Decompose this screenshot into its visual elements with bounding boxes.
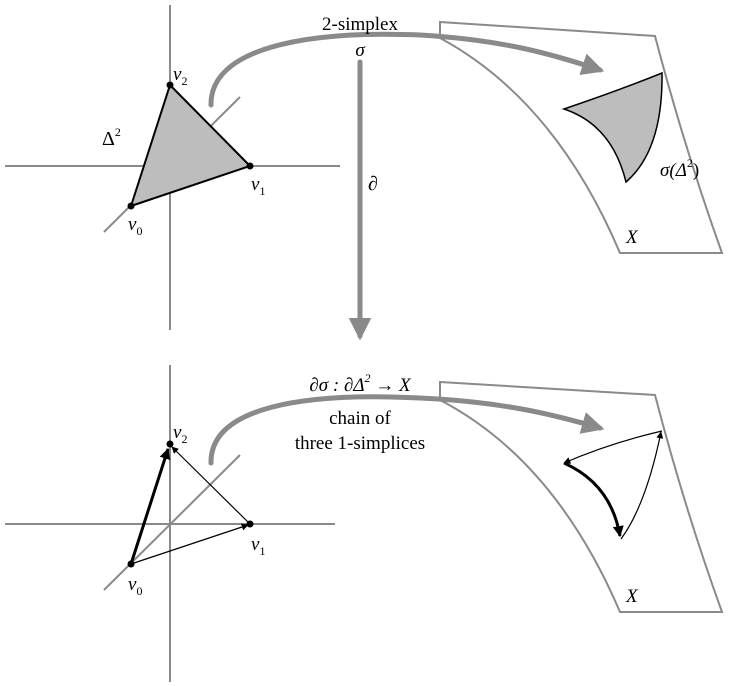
bottom-map-line-1: ∂σ : ∂Δ2 → X — [309, 371, 412, 396]
top-map-arrow — [208, 31, 605, 108]
top-space-region — [439, 20, 724, 254]
bottom-vertex-v2-dot — [166, 440, 174, 448]
top-vertex-v0-dot — [127, 202, 135, 210]
top-v1-label: v1 — [251, 174, 265, 198]
bottom-domain: v0 v1 v2 — [5, 365, 335, 682]
top-delta-label: Δ2 — [102, 125, 121, 150]
top-space-x-label: X — [625, 227, 639, 248]
bottom-space-x: X — [439, 380, 724, 613]
bottom-image-edge-2 — [563, 430, 663, 464]
top-domain: Δ2 v0 v1 v2 — [5, 5, 340, 330]
top-map-symbol: σ — [355, 40, 365, 61]
top-v0-label: v0 — [128, 214, 142, 238]
bottom-diagonal-axis — [103, 454, 241, 591]
bottom-v2-label: v2 — [173, 422, 187, 446]
bottom-map-line-3: three 1-simplices — [295, 433, 425, 454]
bottom-edge-v0-v2 — [129, 447, 171, 565]
boundary-operator-label: ∂ — [368, 173, 378, 195]
bottom-map-arrow — [208, 394, 605, 466]
top-vertex-v2-dot — [166, 81, 174, 89]
bottom-edge-v0-v1 — [130, 523, 249, 565]
bottom-image-edge-1 — [620, 431, 664, 540]
bottom-vertex-v0-dot — [127, 560, 135, 568]
bottom-vertex-v1-dot — [246, 520, 254, 528]
top-v2-label: v2 — [173, 64, 187, 88]
bottom-edge-v1-v2 — [171, 446, 251, 525]
bottom-v1-label: v1 — [251, 534, 265, 558]
bottom-space-x-label: X — [625, 586, 639, 607]
bottom-image-edge-bold — [563, 461, 624, 538]
top-image-patch — [561, 71, 663, 184]
top-image-label: σ(Δ2) — [660, 156, 699, 181]
bottom-v0-label: v0 — [128, 574, 142, 598]
top-map-title: 2-simplex — [322, 14, 398, 35]
top-vertex-v1-dot — [246, 162, 254, 170]
bottom-space-region — [439, 380, 724, 613]
bottom-map-line-2: chain of — [329, 408, 391, 429]
top-simplex-triangle — [129, 83, 252, 208]
top-space-x: σ(Δ2) X — [439, 20, 724, 254]
